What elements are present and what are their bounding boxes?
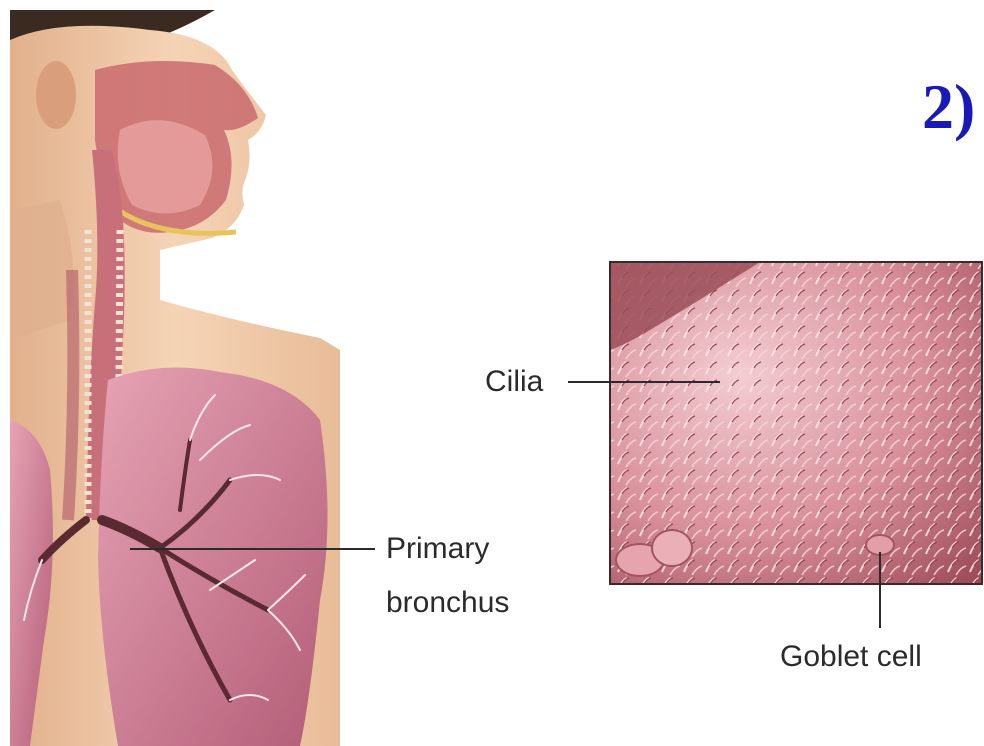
- goblet-cell-label: Goblet cell: [780, 640, 922, 674]
- cilia-label: Cilia: [485, 365, 543, 399]
- primary-bronchus-label-line2: bronchus: [386, 586, 509, 620]
- goblet-cell-shape: [652, 530, 692, 566]
- primary-bronchus-label-line1: Primary: [386, 532, 489, 566]
- slide-number: 2): [922, 72, 975, 142]
- torso-illustration: [10, 10, 340, 746]
- cilia-micrograph: [610, 262, 982, 584]
